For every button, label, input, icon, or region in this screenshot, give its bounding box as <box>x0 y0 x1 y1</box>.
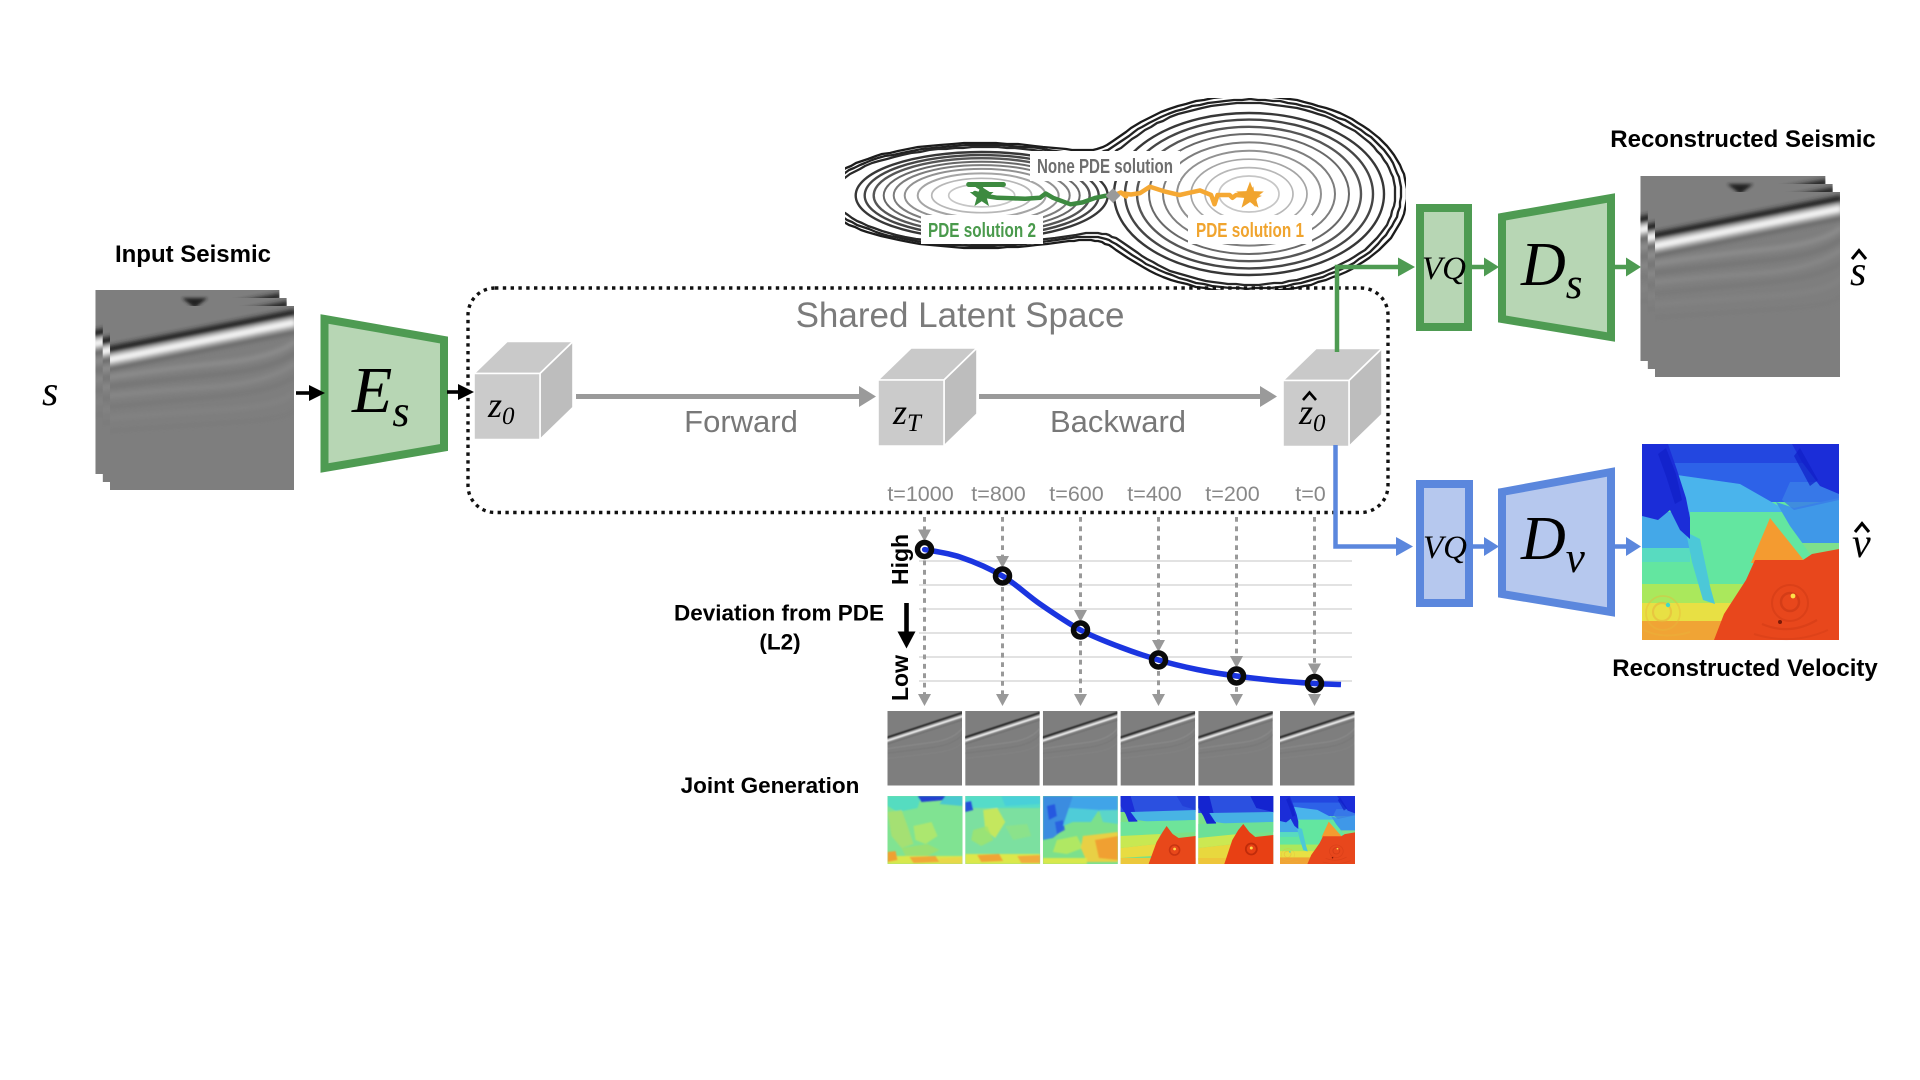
svg-text:Reconstructed Seismic: Reconstructed Seismic <box>1610 126 1875 153</box>
svg-text:Deviation from PDE: Deviation from PDE <box>674 601 884 626</box>
svg-text:Forward: Forward <box>684 404 798 439</box>
svg-text:Low: Low <box>887 655 913 701</box>
svg-text:Es: Es <box>351 354 409 436</box>
svg-text:PDE solution 2: PDE solution 2 <box>928 220 1036 242</box>
svg-text:t=1000: t=1000 <box>887 482 953 506</box>
svg-text:t=0: t=0 <box>1295 482 1326 506</box>
svg-text:Input Seismic: Input Seismic <box>115 241 271 268</box>
svg-text:VQ: VQ <box>1423 530 1467 566</box>
svg-text:t=200: t=200 <box>1205 482 1259 506</box>
svg-text:None PDE solution: None PDE solution <box>1037 156 1173 178</box>
svg-text:Shared Latent Space: Shared Latent Space <box>796 296 1125 335</box>
svg-text:Reconstructed Velocity: Reconstructed Velocity <box>1612 655 1878 682</box>
svg-text:s: s <box>1850 249 1866 295</box>
svg-text:t=600: t=600 <box>1049 482 1103 506</box>
svg-text:Backward: Backward <box>1050 404 1186 439</box>
svg-text:Joint Generation: Joint Generation <box>681 773 860 798</box>
svg-text:v: v <box>1852 521 1871 567</box>
svg-text:PDE solution 1: PDE solution 1 <box>1196 220 1304 242</box>
svg-text:s: s <box>42 369 58 415</box>
svg-text:VQ: VQ <box>1422 251 1466 287</box>
svg-text:(L2): (L2) <box>759 630 800 655</box>
svg-text:t=800: t=800 <box>971 482 1025 506</box>
svg-text:t=400: t=400 <box>1127 482 1181 506</box>
svg-text:High: High <box>887 534 913 585</box>
